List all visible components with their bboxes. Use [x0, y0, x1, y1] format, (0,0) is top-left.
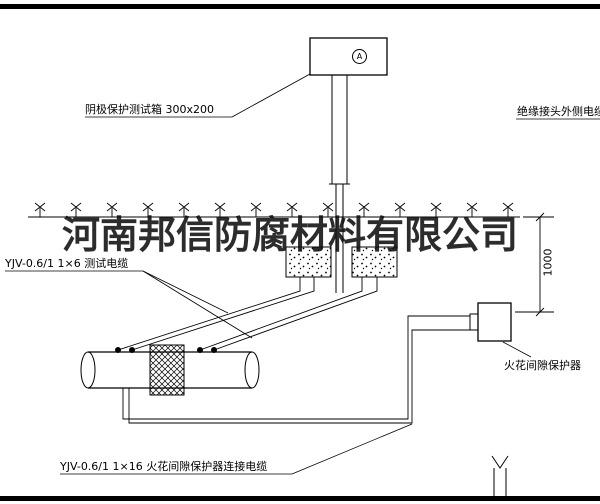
insulating-joint	[149, 344, 185, 396]
label-spark-gap-protector: 火花间隙保护器	[504, 359, 581, 372]
dimension-value: 1000	[541, 248, 555, 277]
label-test-box: 阴极保护测试箱 300x200	[85, 103, 214, 116]
concrete-block-left	[285, 246, 332, 278]
buried-test-cables	[117, 277, 378, 351]
cable-conduit	[329, 75, 350, 293]
test-box-outline	[309, 37, 388, 76]
ammeter-symbol: A	[352, 49, 367, 64]
sheet-top-border	[0, 4, 600, 9]
spark-gap-device	[469, 302, 512, 342]
concrete-block-right	[351, 246, 398, 278]
label-insulated-joint-cable: 绝缘接头外侧电缆	[517, 105, 600, 118]
company-watermark: 河南邦信防腐材料有限公司	[62, 213, 519, 257]
sheet-bottom-border	[0, 496, 600, 501]
dimension-line	[515, 212, 554, 317]
label-test-cable: YJV-0.6/1 1×6 测试电缆	[5, 257, 129, 270]
cable-weld-dots	[115, 347, 217, 353]
pipe-break-symbol	[491, 455, 509, 496]
spark-gap-cables	[122, 315, 470, 424]
label-connection-cable: YJV-0.6/1 1×16 火花间隙保护器连接电缆	[60, 460, 268, 473]
leader-lines	[5, 73, 600, 475]
ammeter-letter: A	[356, 51, 363, 61]
